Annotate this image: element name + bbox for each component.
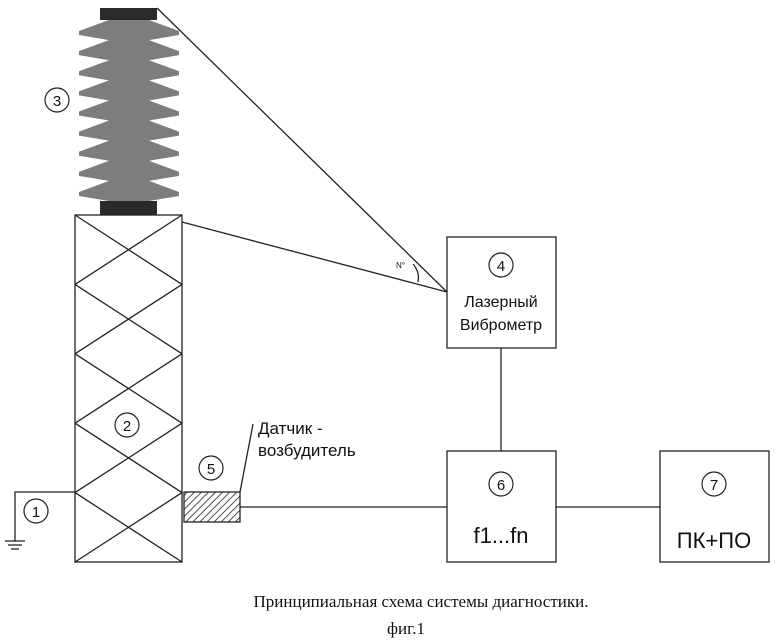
sensor-label-line2: возбудитель (258, 441, 356, 460)
pc-label: ПК+ПО (677, 528, 751, 553)
svg-text:2: 2 (123, 418, 131, 435)
sensor-label-line1: Датчик - (258, 419, 323, 438)
vibrometer-label-line1: Лазерный (464, 294, 537, 311)
angle-arc (413, 264, 418, 282)
frequency-analyzer-box: f1...fn (447, 451, 556, 562)
vibrometer-label-line2: Виброметр (460, 317, 542, 334)
angle-label: N° (396, 261, 405, 270)
insulator-top-cap (100, 8, 157, 20)
svg-text:7: 7 (710, 477, 718, 494)
sensor-leader-line (240, 424, 253, 492)
insulator-body (79, 20, 179, 201)
svg-text:6: 6 (497, 477, 505, 494)
laser-beam-lower (182, 222, 447, 292)
marker-5: 5 (199, 456, 223, 480)
svg-text:4: 4 (497, 258, 505, 275)
svg-text:1: 1 (32, 504, 40, 521)
caption-title: Принципиальная схема системы диагностики… (254, 592, 589, 611)
svg-text:5: 5 (207, 461, 215, 478)
caption-figure: фиг.1 (387, 619, 425, 638)
laser-beam-upper (157, 8, 447, 292)
marker-4: 4 (489, 253, 513, 277)
svg-text:3: 3 (53, 93, 61, 110)
marker-3: 3 (45, 88, 69, 112)
marker-1: 1 (24, 499, 48, 523)
insulator (79, 8, 179, 215)
marker-6: 6 (489, 472, 513, 496)
frequency-label: f1...fn (473, 523, 528, 548)
marker-7: 7 (702, 472, 726, 496)
pc-software-box: ПК+ПО (660, 451, 769, 562)
insulator-bottom-cap (100, 201, 157, 215)
support-column (75, 215, 182, 562)
sensor-exciter (184, 492, 240, 522)
marker-2: 2 (115, 413, 139, 437)
